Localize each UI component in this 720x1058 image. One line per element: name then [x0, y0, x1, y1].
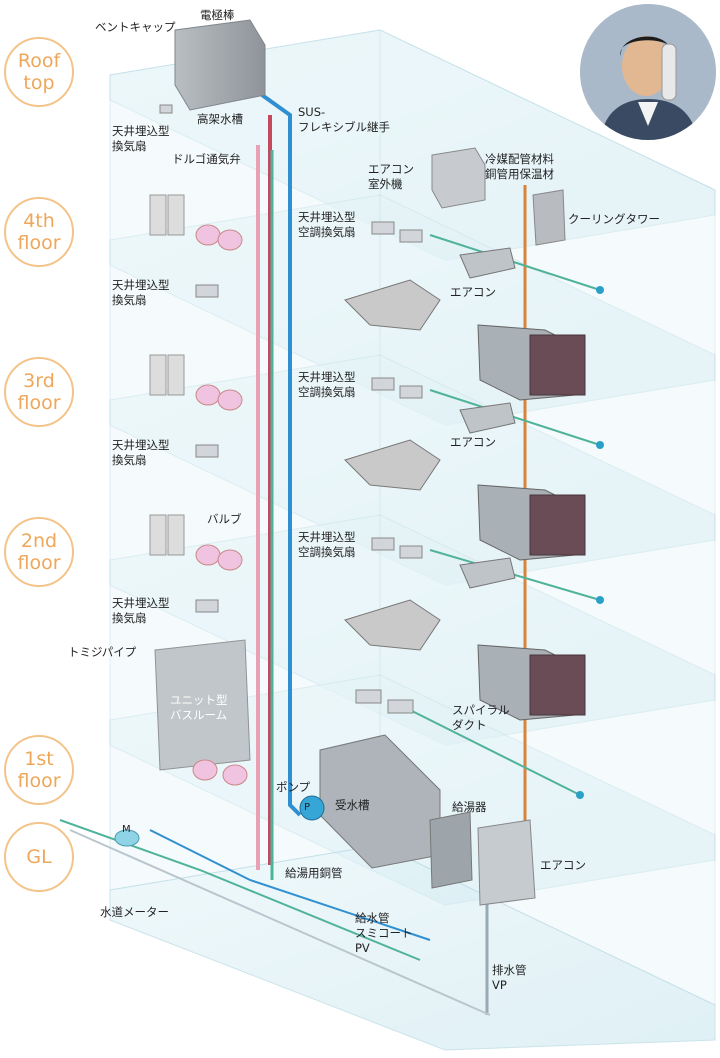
fixtures-3rd	[149, 354, 243, 411]
pipe-blue-supply	[260, 93, 302, 817]
label-fan-4-ac: 天井埋込型 空調換気扇	[298, 210, 356, 239]
label-vent-cap: ベントキャップ	[95, 20, 176, 34]
roof-equipment	[174, 19, 566, 246]
label-sus-joint: SUS- フレキシブル継手	[298, 105, 390, 134]
label-meter-m: M	[122, 824, 131, 835]
ceiling-fans	[159, 104, 423, 714]
person-on-phone-icon	[580, 4, 716, 140]
branch-3rd-green	[429, 389, 601, 446]
label-drain-valve: ドルゴ通気弁	[172, 152, 241, 166]
label-pump-p: P	[304, 802, 311, 813]
floor-badge-gl: GL	[4, 822, 74, 892]
water-heater	[429, 811, 473, 889]
label-refrigerant: 冷媒配管材料 銅管用保温材	[485, 152, 554, 181]
unit-bathroom-box	[154, 639, 251, 786]
floor-fixtures	[149, 194, 243, 571]
label-fan-4: 天井埋込型 換気扇	[112, 278, 170, 307]
label-fan-2: 天井埋込型 換気扇	[112, 596, 170, 625]
label-receiving-tank: 受水槽	[335, 798, 370, 812]
branch-2nd-green	[429, 549, 601, 601]
ac-outdoor-unit	[431, 147, 486, 209]
label-unit-bath: ユニット型 バスルーム	[170, 693, 228, 722]
label-ac-3: エアコン	[450, 435, 496, 449]
ground-blue	[149, 829, 431, 941]
meter-body	[114, 829, 140, 847]
label-hot-water-pipe: 給湯用銅管	[285, 866, 343, 880]
label-electrode: 電極棒	[200, 8, 235, 22]
label-fan-3-ac: 天井埋込型 空調換気扇	[298, 370, 356, 399]
floor-badge-4th: 4th floor	[4, 197, 74, 267]
duct-endpoints	[576, 286, 604, 799]
first-floor-equipment	[114, 734, 536, 906]
branch-1st-green	[409, 709, 581, 796]
label-fan-2-ac: 天井埋込型 空調換気扇	[298, 530, 356, 559]
indoor-ac-unit	[477, 819, 536, 906]
label-cooling-tower: クーリングタワー	[568, 212, 660, 226]
branch-4th-green	[429, 234, 601, 291]
office-3rd	[344, 402, 586, 561]
floor-badge-1st: 1st floor	[4, 735, 74, 805]
ground-drain	[69, 829, 491, 1016]
pump-body	[299, 795, 325, 821]
office-2nd	[344, 557, 586, 721]
ground-supply	[59, 819, 421, 961]
office-4th	[344, 247, 586, 401]
elevated-tank	[174, 19, 266, 111]
fixtures-4th	[149, 194, 243, 251]
label-tomiji-pipe: トミジパイプ	[68, 645, 137, 659]
label-drain-pipe: 排水管 VP	[492, 963, 527, 992]
label-roof-fan: 天井埋込型 換気扇	[112, 124, 170, 153]
floor-badge-2nd: 2nd floor	[4, 517, 74, 587]
avatar	[580, 4, 716, 140]
office-furniture	[344, 247, 586, 721]
branch-pipes	[59, 234, 601, 1016]
label-valve: バルブ	[207, 512, 242, 526]
label-water-heater: 給湯器	[452, 800, 487, 814]
label-spiral-duct: スパイラル ダクト	[452, 703, 510, 732]
label-ac-4: エアコン	[450, 285, 496, 299]
floor-badge-roof: Roof top	[4, 37, 74, 107]
label-ac-outdoor: エアコン 室外機	[368, 162, 414, 191]
fixtures-2nd	[149, 514, 243, 571]
label-ac-1: エアコン	[540, 858, 586, 872]
label-elevated-tank: 高架水槽	[197, 112, 243, 126]
label-pump: ポンプ	[276, 780, 311, 794]
label-water-meter: 水道メーター	[100, 905, 169, 919]
label-fan-3: 天井埋込型 換気扇	[112, 438, 170, 467]
cooling-tower	[532, 189, 566, 246]
label-supply-pipe: 給水管 スミコート PV	[355, 911, 413, 955]
floor-badge-3rd: 3rd floor	[4, 357, 74, 427]
